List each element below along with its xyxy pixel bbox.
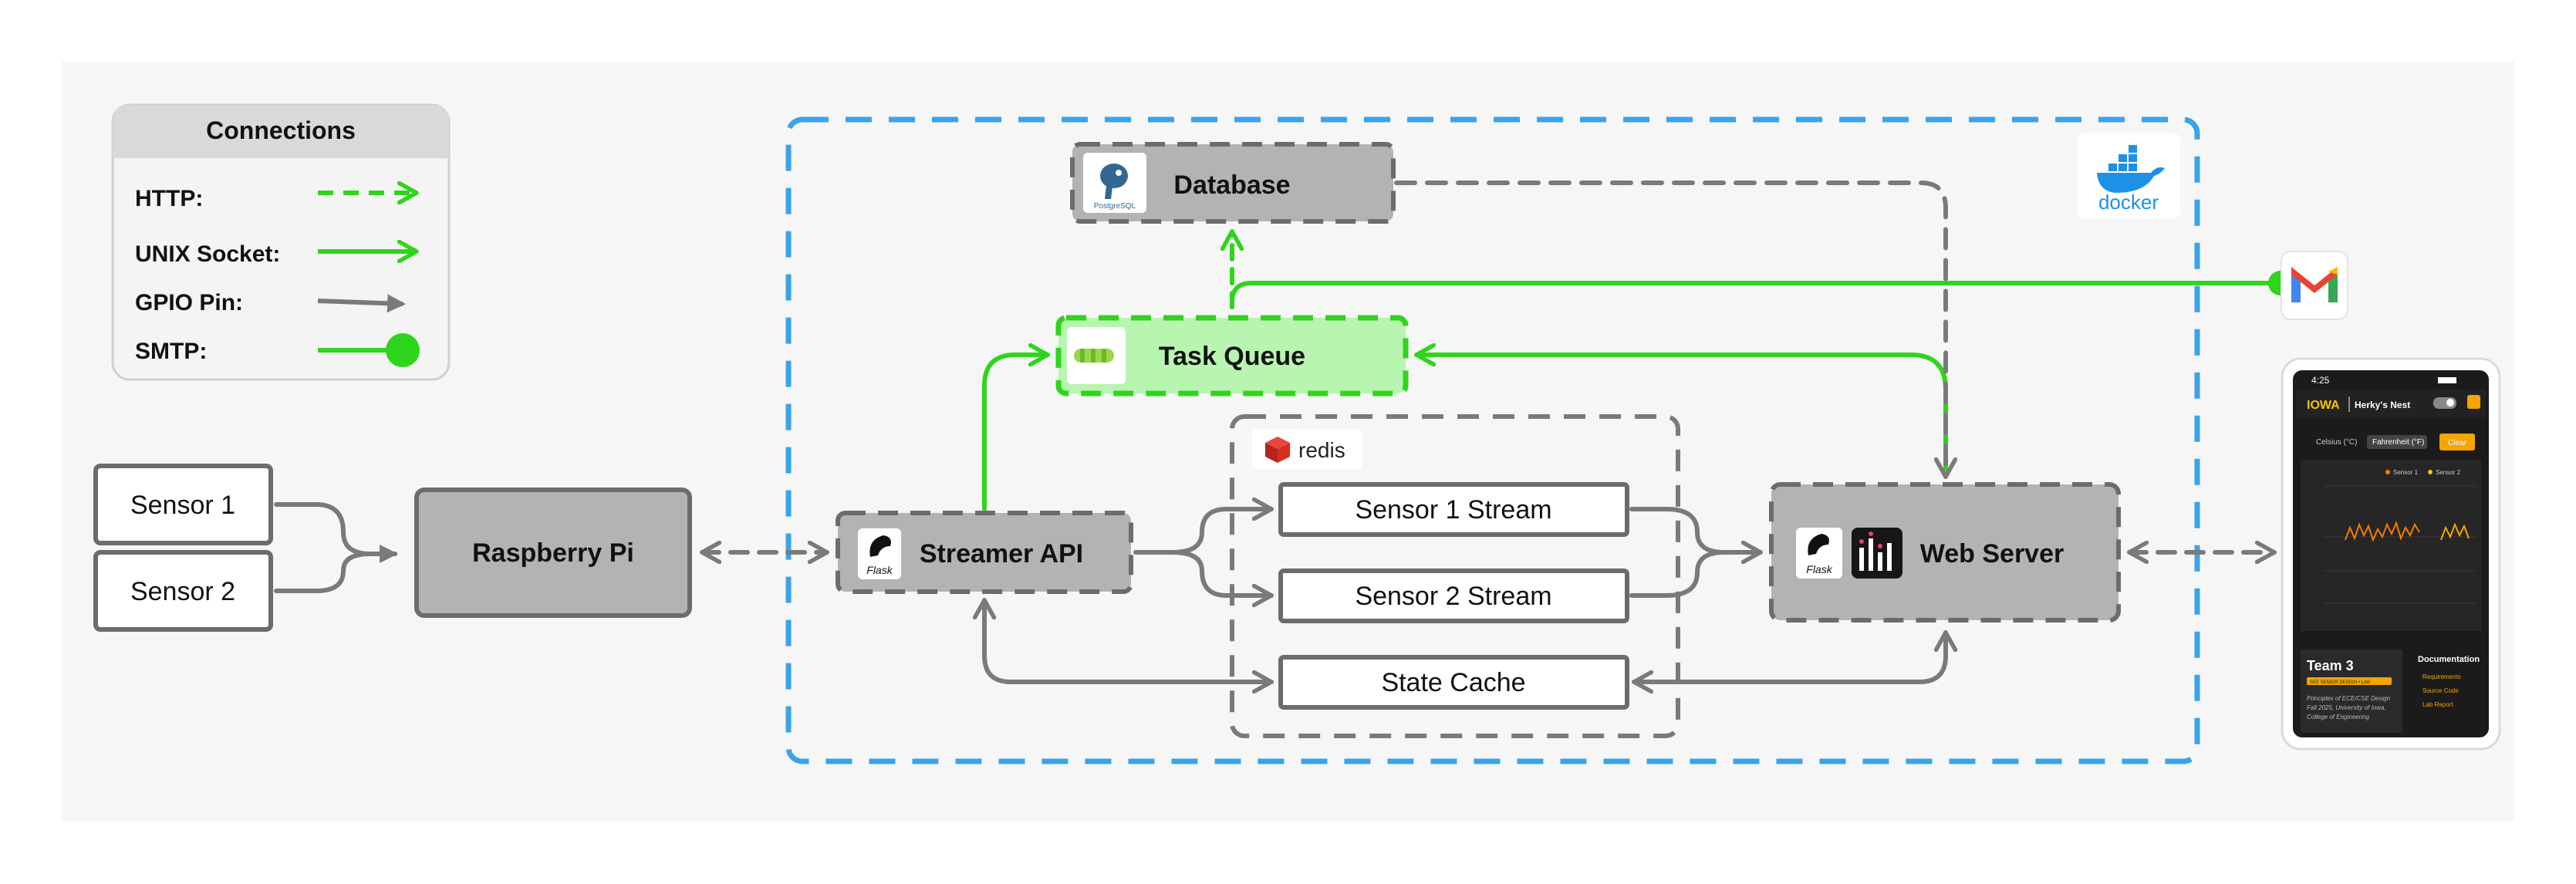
phone-time: 4:25 bbox=[2311, 375, 2330, 386]
docker-logo: docker bbox=[2077, 133, 2180, 219]
legend-smtp-label: SMTP: bbox=[135, 339, 207, 364]
sensor-2-node: Sensor 2 bbox=[93, 550, 273, 632]
web-server-label: Web Server bbox=[1920, 539, 2064, 569]
leaf-queue-icon bbox=[1074, 349, 1114, 363]
redis-logo: redis bbox=[1252, 429, 1362, 469]
phone-team-desc-1: Principles of ECE/CSE Design bbox=[2307, 695, 2391, 702]
phone-team-title: Team 3 bbox=[2307, 658, 2354, 673]
edge-database-web bbox=[1394, 181, 1946, 479]
phone-team-desc-2: Fall 2025, University of Iowa, bbox=[2307, 704, 2386, 711]
legend-gpio-label: GPIO Pin: bbox=[135, 290, 243, 315]
phone-doc-link-report[interactable]: Lab Report bbox=[2422, 701, 2453, 708]
phone-unit-celsius[interactable]: Celsius (°C) bbox=[2316, 438, 2357, 447]
phone-team-badge: SEE SENIOR DESIGN • LAB bbox=[2310, 680, 2370, 685]
phone-brand: IOWA bbox=[2307, 399, 2340, 412]
sensor-1-stream-label: Sensor 1 Stream bbox=[1355, 495, 1551, 525]
gmail-icon bbox=[2281, 251, 2348, 320]
database-label: Database bbox=[1173, 170, 1290, 200]
phone-doc-title: Documentation bbox=[2418, 655, 2480, 664]
phone-chart-panel bbox=[2301, 460, 2481, 631]
edge-streamer-queue bbox=[982, 355, 1050, 511]
phone-app-name: Herky's Nest bbox=[2355, 400, 2410, 410]
database-node: PostgreSQL Database bbox=[1070, 142, 1396, 224]
phone-doc-link-source[interactable]: Source Code bbox=[2422, 687, 2459, 694]
postgres-elephant-icon: PostgreSQL bbox=[1094, 164, 1136, 211]
legend-unix-label: UNIX Socket: bbox=[135, 241, 280, 267]
phone-clear-button[interactable] bbox=[2439, 434, 2475, 450]
web-server-node: Flask Web Server bbox=[1769, 482, 2121, 623]
dashboard-bars-icon bbox=[1852, 528, 1902, 579]
sensor-1-stream-node: Sensor 1 Stream bbox=[1278, 482, 1629, 537]
phone-sensor2-trace bbox=[2440, 522, 2470, 541]
sensor-2-stream-node: Sensor 2 Stream bbox=[1278, 569, 1629, 623]
edge-queue-gmail bbox=[1230, 281, 2283, 309]
flask-horn-icon: Flask bbox=[866, 535, 893, 576]
streamer-api-label: Streamer API bbox=[920, 539, 1083, 569]
phone-menu-button[interactable] bbox=[2467, 395, 2480, 409]
redis-boundary bbox=[1230, 414, 1680, 738]
task-queue-label: Task Queue bbox=[1159, 342, 1305, 371]
state-cache-node: State Cache bbox=[1278, 655, 1629, 710]
state-cache-label: State Cache bbox=[1381, 668, 1525, 697]
docker-whale-icon bbox=[2097, 145, 2165, 193]
flask-caption: Flask bbox=[866, 564, 893, 576]
sensor-1-label: Sensor 1 bbox=[130, 491, 235, 520]
phone-sensor1-trace bbox=[2345, 521, 2420, 542]
edge-streamer-stream2 bbox=[1133, 550, 1274, 596]
raspberry-pi-label: Raspberry Pi bbox=[472, 538, 634, 568]
phone-clear-label: Clear bbox=[2448, 439, 2467, 447]
phone-unit-fahrenheit[interactable]: Fahrenheit (°F) bbox=[2372, 438, 2424, 447]
connectors bbox=[274, 181, 2283, 682]
phone-legend-sensor2: Sensor 2 bbox=[2436, 469, 2461, 476]
edge-streamer-cache bbox=[984, 598, 1274, 682]
sensor-2-stream-label: Sensor 2 Stream bbox=[1355, 582, 1551, 611]
docker-boundary bbox=[785, 116, 2200, 764]
legend-http-label: HTTP: bbox=[135, 186, 203, 211]
legend-smtp-dot bbox=[386, 333, 420, 367]
postgres-caption: PostgreSQL bbox=[1094, 202, 1136, 211]
edge-cache-web bbox=[1632, 630, 1946, 682]
web-flask-caption: Flask bbox=[1806, 563, 1832, 575]
sensor-1-node: Sensor 1 bbox=[93, 464, 273, 545]
redis-wordmark: redis bbox=[1298, 438, 1345, 462]
phone-mockup: 4:25 IOWA Herky's Nest Celsius (°C) Fahr… bbox=[2281, 357, 2501, 751]
legend-gpio-line bbox=[317, 294, 406, 313]
task-queue-node: Task Queue bbox=[1055, 315, 1409, 396]
legend-title: Connections bbox=[206, 116, 356, 144]
docker-wordmark: docker bbox=[2098, 191, 2159, 214]
phone-team-desc-3: College of Engineering bbox=[2307, 714, 2369, 720]
phone-legend-sensor1: Sensor 1 bbox=[2393, 469, 2419, 476]
streamer-api-node: Flask Streamer API bbox=[836, 511, 1133, 594]
edge-sensor2-pi bbox=[274, 545, 398, 593]
raspberry-pi-node: Raspberry Pi bbox=[414, 488, 692, 618]
phone-doc-link-requirements[interactable]: Requirements bbox=[2422, 673, 2461, 680]
legend-panel: Connections HTTP: UNIX Socket: GPIO Pin:… bbox=[111, 103, 451, 381]
sensor-2-label: Sensor 2 bbox=[130, 577, 235, 606]
edge-stream2-web bbox=[1629, 550, 1727, 598]
redis-cube-icon bbox=[1265, 437, 1290, 463]
